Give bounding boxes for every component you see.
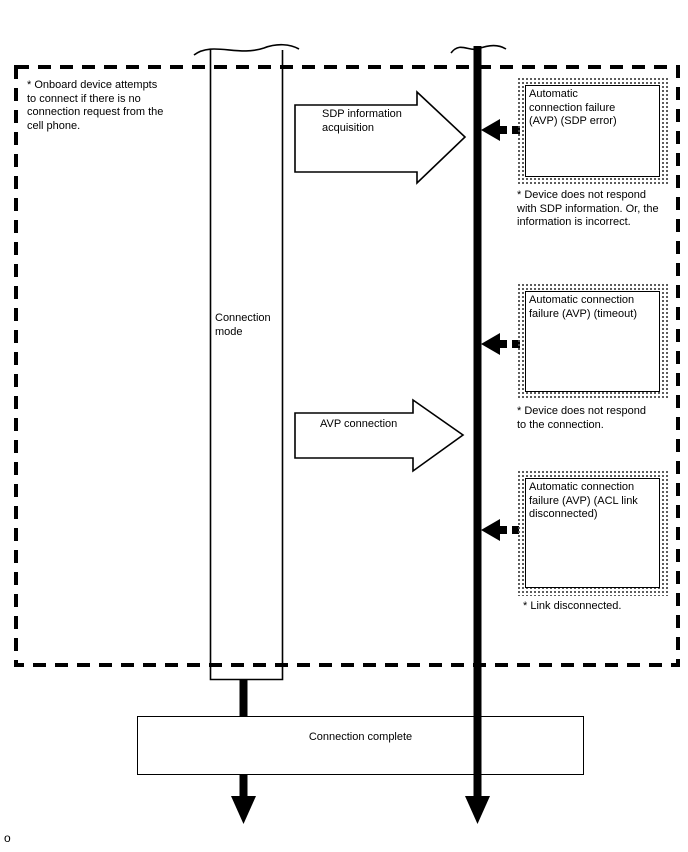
connection-complete-label: Connection complete	[308, 731, 413, 743]
onboard-device-note: * Onboard device attempts to connect if …	[27, 79, 164, 132]
avp-connection-block-arrow-icon	[294, 398, 465, 473]
connection-mode-lifeline-rect	[209, 50, 284, 681]
failure-box-timeout-label: Automatic connection failure (AVP) (time…	[525, 291, 660, 392]
failure-box-acl-disconnect: Automatic connection failure (AVP) (ACL …	[517, 470, 668, 596]
sdp-acquisition-block-arrow-icon	[294, 90, 467, 185]
lifeline-break-wave-icon	[193, 43, 300, 56]
failure-arrowhead-2-icon	[481, 333, 500, 355]
failure-note-timeout: * Device does not respond to the connect…	[517, 405, 647, 431]
failure-box-sdp-error-label: Automatic connection failure (AVP) (SDP …	[525, 85, 660, 177]
footer-char: o	[4, 831, 11, 845]
onboard-flow-arrowhead-down-icon	[231, 796, 256, 824]
failure-box-acl-disconnect-label: Automatic connection failure (AVP) (ACL …	[525, 478, 660, 588]
connection-mode-label: Connection mode	[215, 312, 271, 338]
failure-box-sdp-error: Automatic connection failure (AVP) (SDP …	[517, 77, 668, 185]
failure-note-sdp-error: * Device does not respond with SDP infor…	[517, 189, 659, 228]
phone-lifeline-break-wave-icon	[450, 44, 507, 54]
failure-arrowhead-1-icon	[481, 119, 500, 141]
failure-note-acl-disconnect: * Link disconnected.	[523, 600, 622, 612]
failure-box-timeout: Automatic connection failure (AVP) (time…	[517, 283, 668, 400]
sdp-acquisition-label: SDP information acquisition	[322, 108, 402, 134]
failure-arrowhead-3-icon	[481, 519, 500, 541]
avp-connection-label: AVP connection	[320, 418, 398, 430]
phone-lifeline-arrowhead-down-icon	[465, 796, 490, 824]
connection-complete-box: Connection complete	[137, 716, 584, 775]
